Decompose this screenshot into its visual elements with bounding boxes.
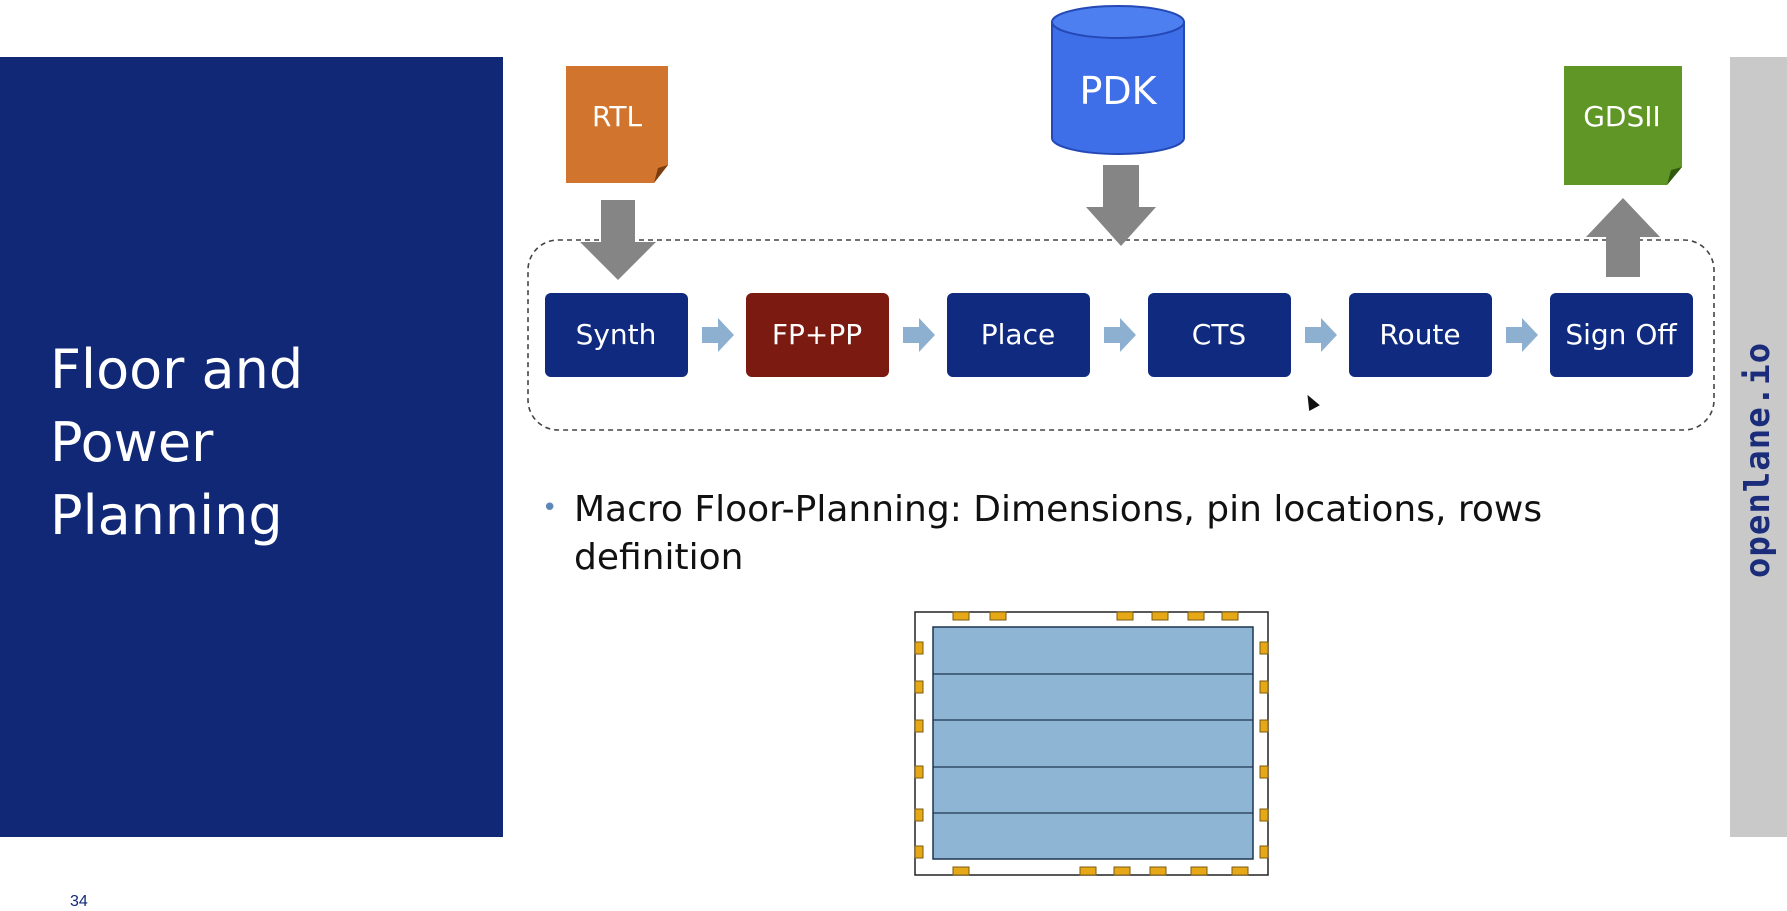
flow-step-sign-off: Sign Off [1550, 293, 1693, 377]
rtl-doc-icon: RTL [566, 66, 668, 183]
title-line-1: Floor and [50, 338, 304, 401]
flow-step-label: Route [1379, 318, 1460, 351]
down-arrow-icon [1086, 165, 1156, 246]
flow-step-label: Sign Off [1565, 318, 1677, 351]
step-arrow-icon [1506, 318, 1538, 352]
up-arrow-icon [1586, 198, 1660, 277]
pdk-database-icon: PDK [1051, 5, 1185, 155]
gdsii-doc-icon: GDSII [1564, 66, 1682, 185]
step-arrow-icon [903, 318, 935, 352]
bullet-text: Macro Floor-Planning: Dimensions, pin lo… [574, 489, 1543, 578]
flow-step-label: CTS [1192, 318, 1246, 351]
io-pins [914, 611, 1269, 876]
step-arrow-icon [702, 318, 734, 352]
side-bar [1730, 57, 1787, 837]
flow-step-label: Synth [576, 318, 657, 351]
rtl-label: RTL [592, 100, 643, 133]
step-arrow-icon [1104, 318, 1136, 352]
slide-title: Floor and Power Planning [50, 333, 303, 552]
bullet-item: • Macro Floor-Planning: Dimensions, pin … [542, 486, 1622, 582]
flow-step-label: Place [981, 318, 1055, 351]
pdk-label: PDK [1079, 69, 1157, 113]
gdsii-label: GDSII [1583, 100, 1661, 133]
flow-step-fp-pp: FP+PP [746, 293, 889, 377]
title-line-2: Power [50, 411, 214, 474]
step-arrow-icon [1305, 318, 1337, 352]
floorplan-diagram [914, 611, 1269, 876]
down-arrow-icon [580, 200, 656, 280]
core-area [932, 626, 1254, 860]
flow-step-route: Route [1349, 293, 1492, 377]
page-number: 34 [70, 893, 88, 910]
flow-step-place: Place [947, 293, 1090, 377]
flow-step-synth: Synth [545, 293, 688, 377]
title-line-3: Planning [50, 484, 283, 547]
flow-step-label: FP+PP [772, 318, 862, 351]
bullet-dot-icon: • [542, 493, 558, 523]
flow-step-cts: CTS [1148, 293, 1291, 377]
title-panel [0, 57, 503, 837]
row-lines [933, 673, 1253, 814]
